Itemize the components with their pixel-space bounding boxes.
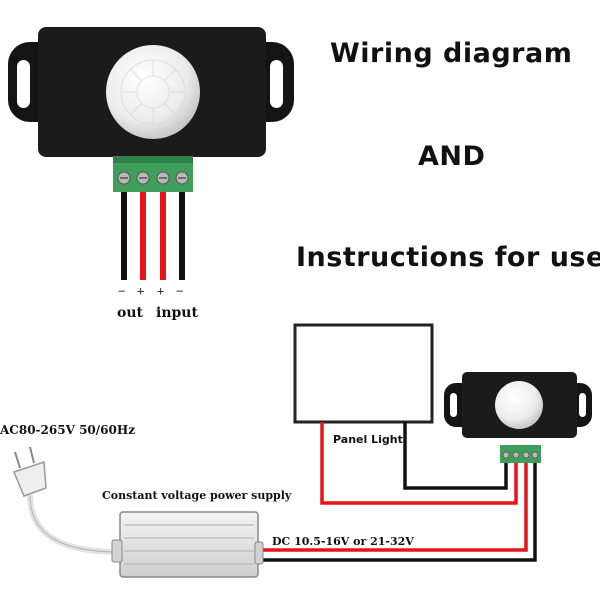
ac-cord — [27, 494, 121, 555]
wire-panel-red — [320, 422, 518, 505]
pir-lens — [106, 45, 200, 139]
mount-slot-right — [270, 60, 283, 108]
diagram-title: Wiring diagram — [330, 38, 573, 69]
dc-output-label: DC 10.5-16V or 21-32V — [272, 535, 414, 548]
polarity-out-negative: − — [118, 284, 126, 298]
plug-prongs-icon — [14, 446, 35, 469]
psu-end-cap-right — [254, 541, 264, 565]
panel-light-label: Panel Light — [333, 433, 403, 446]
polarity-input-negative: − — [176, 284, 184, 298]
pir-sensor-small — [444, 372, 592, 463]
ac-plug — [12, 460, 47, 497]
mount-slot-left — [17, 60, 30, 108]
and-heading: AND — [418, 141, 486, 172]
pir-sensor-large — [8, 27, 294, 280]
small-pir-lens — [495, 381, 543, 429]
ac-input-label: AC80-265V 50/60Hz — [0, 423, 136, 437]
pir-lens-facets — [120, 59, 186, 125]
polarity-out-positive: + — [137, 284, 145, 298]
wire-dc-red — [258, 463, 528, 552]
power-supply-label: Constant voltage power supply — [102, 489, 292, 502]
psu-end-cap-left — [111, 539, 123, 563]
panel-light — [293, 323, 434, 424]
psu-body — [119, 511, 259, 578]
terminal-block-top — [113, 156, 193, 163]
wire-panel-black — [403, 422, 508, 490]
input-label: input — [156, 305, 198, 321]
polarity-input-positive: + — [157, 284, 165, 298]
wire-dc-black — [258, 463, 537, 562]
terminal-screws — [117, 171, 189, 185]
out-label: out — [117, 305, 143, 321]
small-terminal-block — [500, 445, 541, 463]
instructions-heading: Instructions for use — [296, 242, 600, 273]
power-supply — [12, 446, 264, 578]
